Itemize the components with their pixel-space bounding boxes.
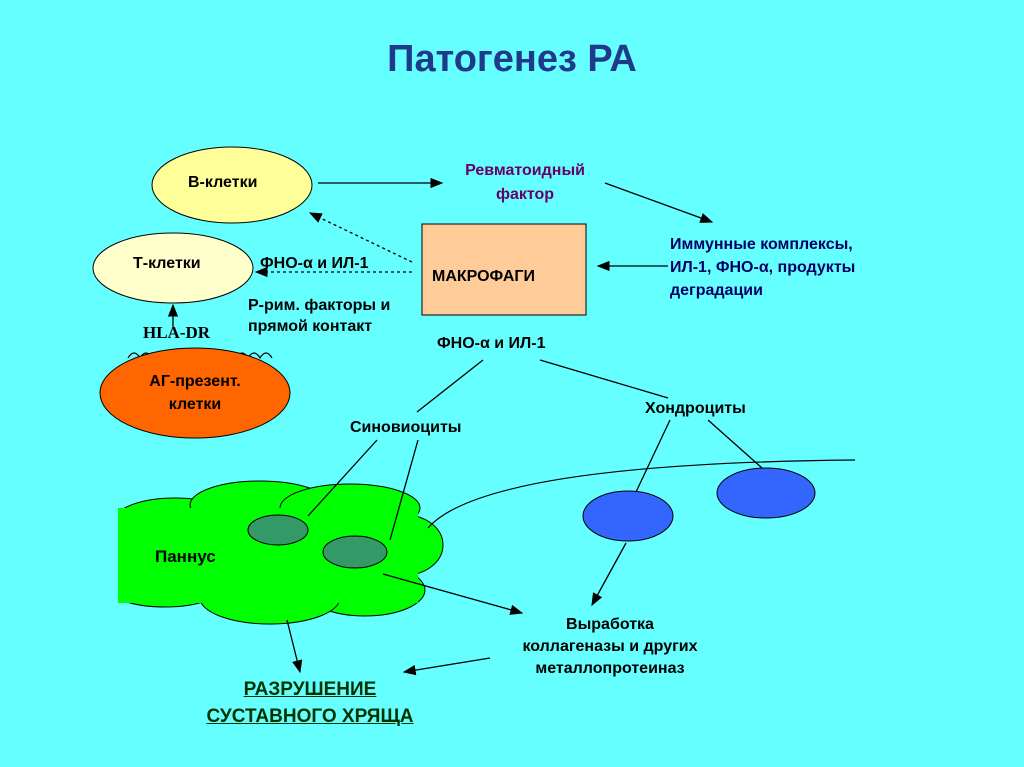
arrows <box>167 177 763 676</box>
rf-label-line2: фактор <box>495 186 555 203</box>
apc-label-line1: АГ-презент. <box>149 373 241 390</box>
chondrocytes-label: Хондроциты <box>645 400 746 417</box>
b-cells-label: В-клетки <box>188 174 258 191</box>
synoviocyte-cell-1 <box>247 514 309 546</box>
tnf-il1-top-label: ФНО-α и ИЛ-1 <box>260 255 369 272</box>
collagenase-label-line2: коллагеназы и других <box>522 638 698 655</box>
chondrocyte-cell-1 <box>582 490 674 542</box>
destruction-label-line1: РАЗРУШЕНИЕ <box>243 679 377 700</box>
t-cells-node <box>92 232 254 304</box>
b-cells-node <box>151 146 313 224</box>
rf-label-line1: Ревматоидный <box>465 162 585 179</box>
page-title: Патогенез РА <box>387 38 637 80</box>
macrophages-node <box>421 223 587 316</box>
hla-dr-label: HLA-DR <box>143 323 211 342</box>
collagenase-label-line3: металлопротеиназ <box>535 660 685 677</box>
destruction-label-line2: СУСТАВНОГО ХРЯЩА <box>206 706 414 727</box>
soluble-factors-line2: прямой контакт <box>248 318 373 335</box>
pannus-label: Паннус <box>155 547 216 566</box>
soluble-factors-line1: Р-рим. факторы и <box>248 297 391 314</box>
apc-label-line2: клетки <box>168 396 222 413</box>
synoviocytes-label: Синовиоциты <box>350 419 462 436</box>
synoviocyte-cell-2 <box>322 535 388 569</box>
immune-label-line1: Иммунные комплексы, <box>670 236 853 253</box>
cartilage-surface <box>427 459 856 529</box>
immune-label-line2: ИЛ-1, ФНО-α, продукты <box>670 259 856 276</box>
macrophages-label: МАКРОФАГИ <box>432 268 535 285</box>
apc-node <box>99 347 291 439</box>
t-cells-label: Т-клетки <box>133 255 201 272</box>
tnf-il1-mid-label: ФНО-α и ИЛ-1 <box>437 335 546 352</box>
immune-label-line3: деградации <box>670 282 763 299</box>
chondrocyte-cell-2 <box>716 467 816 519</box>
collagenase-label-line1: Выработка <box>566 616 654 633</box>
pannus-clip <box>0 500 118 610</box>
